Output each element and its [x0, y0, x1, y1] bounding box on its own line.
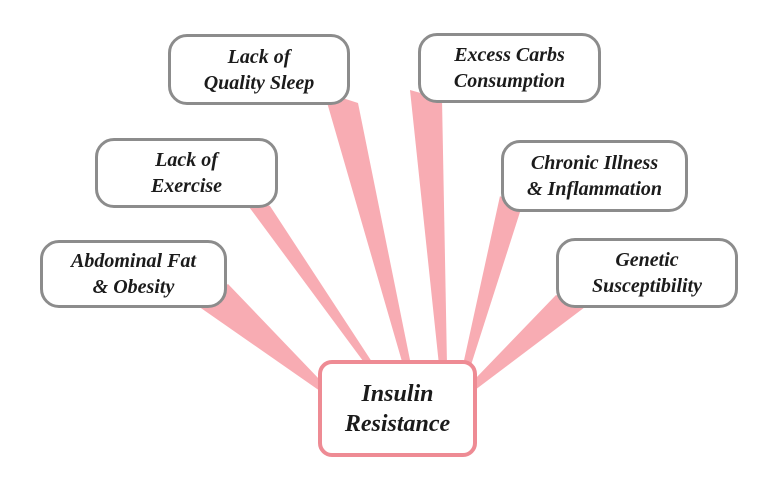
connector-wedge-quality-sleep	[324, 92, 411, 365]
factor-label-line: Quality Sleep	[203, 71, 315, 94]
center-label-line: Insulin	[361, 380, 434, 407]
factor-label-line: Chronic Illness	[530, 152, 659, 174]
factor-label-line: Excess Carbs	[454, 44, 565, 66]
factor-label-line: & Obesity	[92, 276, 175, 298]
connector-wedge-chronic-illness	[463, 196, 520, 365]
connector-wedge-abdominal-fat	[198, 284, 320, 391]
factor-label-line: Consumption	[453, 70, 566, 92]
factor-label-line: Exercise	[150, 175, 223, 197]
factor-box-lack-of-quality-sleep: Lack of Quality Sleep	[168, 34, 350, 105]
factor-label-line: Susceptibility	[592, 275, 702, 297]
factor-box-excess-carbs-consumption: Excess Carbs Consumption	[418, 33, 601, 103]
center-box-insulin-resistance: Insulin Resistance	[318, 360, 477, 457]
factor-box-abdominal-fat-obesity: Abdominal Fat & Obesity	[40, 240, 227, 308]
factor-box-lack-of-exercise: Lack of Exercise	[95, 138, 278, 208]
factor-label-line: Genetic	[615, 249, 679, 271]
factor-box-genetic-susceptibility: Genetic Susceptibility	[556, 238, 738, 308]
factor-box-chronic-illness-inflammation: Chronic Illness & Inflammation	[501, 140, 688, 212]
center-label-line: Resistance	[344, 410, 451, 437]
connector-wedge-genetic	[475, 295, 585, 390]
connector-wedge-exercise	[238, 192, 374, 365]
factor-label-line: Lack of	[227, 45, 291, 68]
connector-wedge-excess-carbs	[410, 90, 447, 365]
factor-label-line: & Inflammation	[526, 178, 663, 200]
factor-label-line: Abdominal Fat	[70, 250, 197, 272]
factor-label-line: Lack of	[155, 149, 218, 171]
